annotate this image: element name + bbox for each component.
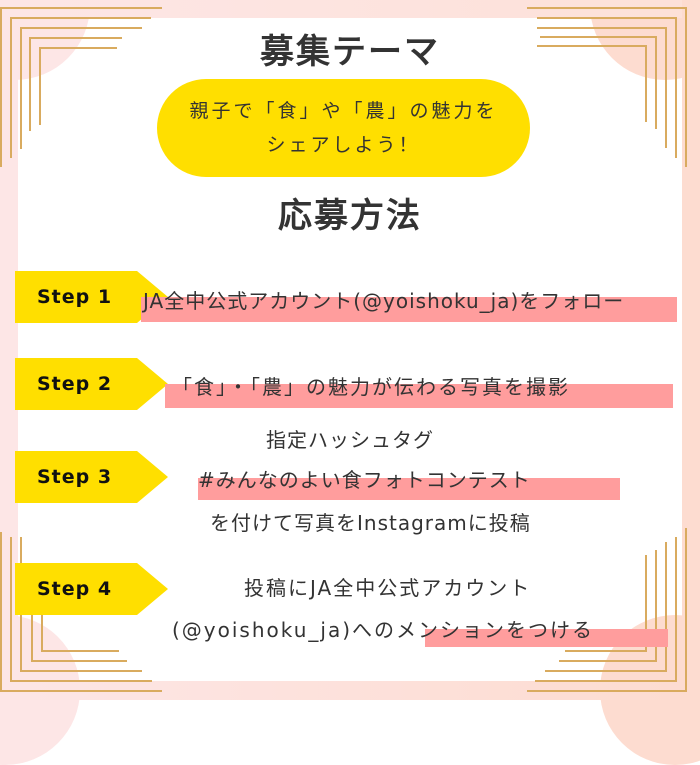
step-1-text: JA全中公式アカウント(@yoishoku_ja)をフォロー xyxy=(143,289,625,313)
step-3-highlight xyxy=(198,478,620,500)
step-1-highlight xyxy=(141,297,677,322)
step-3-line-2: #みんなのよい食フォトコンテスト xyxy=(198,468,531,492)
step-4-tag: Step 4 xyxy=(15,563,168,615)
step-4-line-2: (@yoishoku_ja)へのメンションをつける xyxy=(172,618,595,642)
step-4-label: Step 4 xyxy=(37,578,113,600)
step-3-label: Step 3 xyxy=(37,466,113,488)
theme-pill: 親子で「食」や「農」の魅力を シェアしよう！ xyxy=(157,79,530,177)
theme-title: 募集テーマ xyxy=(260,32,440,72)
step-2-text: 「食」・「農」の魅力が伝わる写真を撮影 xyxy=(172,375,570,399)
frame-top xyxy=(0,0,700,18)
step-3-tag: Step 3 xyxy=(15,451,168,503)
step-3-line-3: を付けて写真をInstagramに投稿 xyxy=(210,511,531,535)
step-2-tag: Step 2 xyxy=(15,358,168,410)
step-2-label: Step 2 xyxy=(37,373,113,395)
theme-line-2: シェアしよう！ xyxy=(266,134,421,156)
method-title: 応募方法 xyxy=(278,196,422,236)
step-1-tag: Step 1 xyxy=(15,271,168,323)
step-4-highlight xyxy=(425,629,668,647)
step-4-line-1: 投稿にJA全中公式アカウント xyxy=(244,576,532,600)
frame-right xyxy=(682,0,700,700)
step-1-label: Step 1 xyxy=(37,286,113,308)
frame-bottom xyxy=(0,681,700,700)
step-3-line-1: 指定ハッシュタグ xyxy=(266,428,434,452)
theme-line-1: 親子で「食」や「農」の魅力を xyxy=(189,100,498,122)
frame-left xyxy=(0,0,18,700)
step-2-highlight xyxy=(165,384,673,408)
